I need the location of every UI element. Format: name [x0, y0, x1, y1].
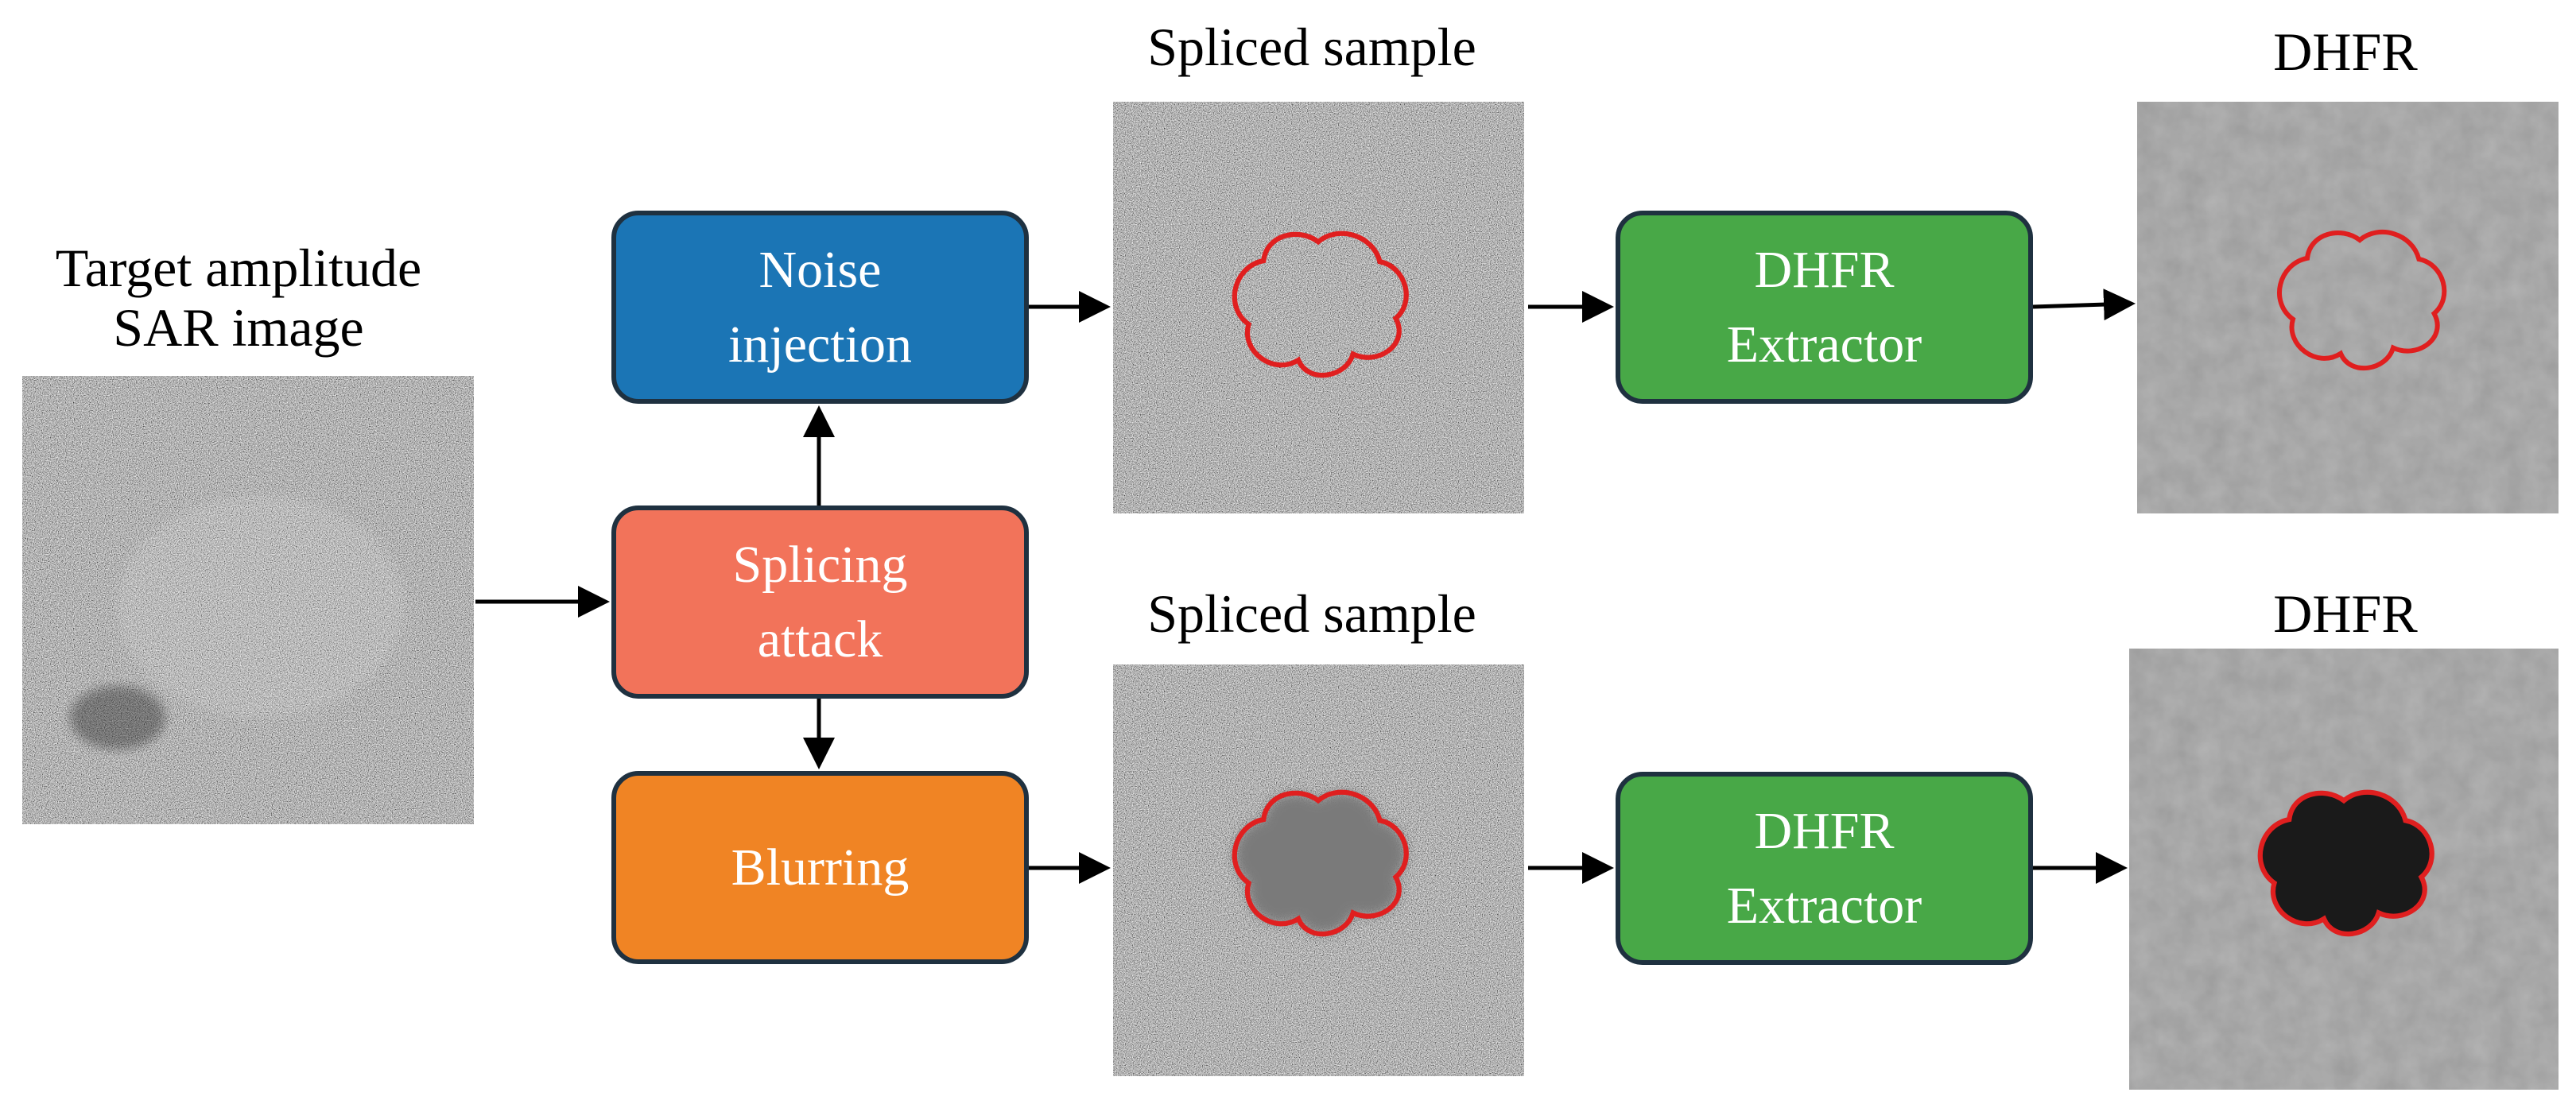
bottom-extractor-line1: DHFR: [1754, 801, 1895, 860]
bottom-dhfr-label: DHFR: [2273, 583, 2418, 644]
top-extractor-line1: DHFR: [1754, 240, 1895, 299]
splicing-attack-box: Splicing attack: [611, 506, 1029, 699]
bottom-dhfr-extractor-box: DHFR Extractor: [1616, 772, 2033, 965]
bottom-extractor-line2: Extractor: [1726, 876, 1922, 935]
splice-line1: Splicing: [732, 535, 908, 594]
top-dhfr-image: [2137, 102, 2559, 513]
top-spliced-sample-label: Spliced sample: [1147, 17, 1476, 77]
top-spliced-sample-image: [1113, 102, 1524, 513]
noise-line1: Noise: [758, 240, 882, 299]
noise-line2: injection: [728, 315, 912, 374]
source-image-title: Target amplitude SAR image: [16, 238, 461, 358]
noise-injection-box: Noise injection: [611, 211, 1029, 404]
top-dhfr-label: DHFR: [2273, 21, 2418, 82]
blur-line1: Blurring: [731, 838, 910, 897]
arrow-top-extractor-to-dhfr: [2032, 289, 2136, 321]
bottom-spliced-sample-image: [1113, 664, 1524, 1076]
bottom-dhfr-image: [2129, 649, 2559, 1090]
source-sar-image: [22, 376, 474, 824]
source-title-line2: SAR image: [113, 296, 364, 358]
splice-line2: attack: [757, 610, 883, 668]
top-extractor-line2: Extractor: [1726, 315, 1922, 374]
source-title-line1: Target amplitude: [55, 238, 422, 298]
top-dhfr-extractor-box: DHFR Extractor: [1616, 211, 2033, 404]
blurring-box: Blurring: [611, 771, 1029, 964]
bottom-spliced-sample-label: Spliced sample: [1147, 583, 1476, 644]
